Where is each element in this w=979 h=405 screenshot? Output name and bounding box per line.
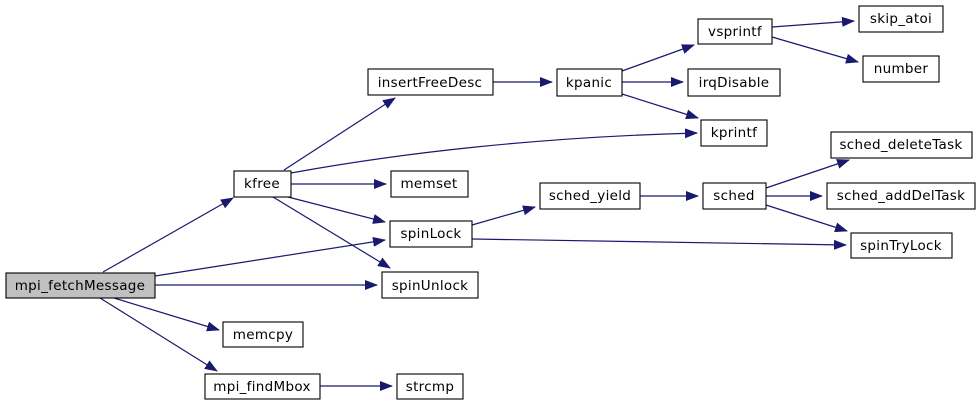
node-sched[interactable]: sched <box>702 182 767 210</box>
edge-kfree-kprintf <box>290 128 698 174</box>
node-sched-adddeltask[interactable]: sched_addDelTask <box>826 182 976 210</box>
edge-kpanic-kprintf <box>621 93 699 120</box>
node-sched-deletetask-label: sched_deleteTask <box>839 137 962 153</box>
node-sched-yield-box <box>539 182 641 210</box>
edge-sched-spintrylock <box>765 204 848 233</box>
node-insertfreedesc-box <box>367 68 494 96</box>
node-kprintf-label: kprintf <box>711 125 758 141</box>
node-spintrylock-label: spinTryLock <box>860 238 942 254</box>
node-memset[interactable]: memset <box>390 170 469 198</box>
node-mpi-fetchmessage-box <box>5 272 156 299</box>
node-mpi-findmbox-box <box>204 373 321 400</box>
edge-kfree-insertfreedesc <box>283 97 396 171</box>
edge-kpanic-vsprintf <box>621 44 695 72</box>
node-strcmp-box <box>396 373 464 400</box>
node-vsprintf[interactable]: vsprintf <box>697 18 773 45</box>
node-sched-adddeltask-box <box>826 182 976 210</box>
edge-mpi-fetchmessage-kfree <box>102 197 234 273</box>
node-irqdisable-box <box>687 68 781 97</box>
node-kfree-label: kfree <box>244 176 280 192</box>
node-sched-label: sched <box>713 188 754 204</box>
node-irqdisable[interactable]: irqDisable <box>687 68 781 97</box>
node-spinlock-label: spinLock <box>400 226 461 242</box>
edge-spinlock-sched-yield <box>471 205 536 226</box>
node-sched-yield-label: sched_yield <box>549 188 631 204</box>
node-sched-deletetask[interactable]: sched_deleteTask <box>830 131 973 159</box>
node-kfree-box <box>233 170 292 198</box>
node-insertfreedesc[interactable]: insertFreeDesc <box>367 68 494 96</box>
node-memcpy-label: memcpy <box>233 327 293 343</box>
node-vsprintf-box <box>697 18 773 45</box>
edge-kfree-spinlock <box>287 196 386 224</box>
node-spinunlock-label: spinUnlock <box>392 278 469 294</box>
node-kprintf-box <box>700 119 768 147</box>
node-spintrylock[interactable]: spinTryLock <box>850 232 953 259</box>
edge-mpi-fetchmessage-mpi-findmbox <box>99 297 218 372</box>
node-spinunlock-box <box>381 271 479 299</box>
edge-mpi-fetchmessage-memcpy <box>113 297 220 332</box>
node-mpi-fetchmessage-label: mpi_fetchMessage <box>15 278 146 294</box>
node-skip-atoi-box <box>858 5 944 33</box>
node-spinlock[interactable]: spinLock <box>389 220 473 248</box>
node-mpi-findmbox-label: mpi_findMbox <box>213 379 311 395</box>
node-memcpy-box <box>222 321 304 348</box>
node-number-label: number <box>874 61 929 77</box>
node-vsprintf-label: vsprintf <box>708 24 763 40</box>
node-memset-label: memset <box>400 176 457 192</box>
edge-vsprintf-skip-atoi <box>771 16 855 28</box>
node-spinunlock[interactable]: spinUnlock <box>381 271 479 299</box>
node-strcmp-label: strcmp <box>406 379 455 395</box>
node-kpanic-box <box>556 68 623 97</box>
node-irqdisable-label: irqDisable <box>699 75 770 91</box>
node-sched-deletetask-box <box>830 131 973 159</box>
edge-sched-sched-deletetask <box>765 159 850 189</box>
node-kpanic-label: kpanic <box>566 75 612 91</box>
node-sched-yield[interactable]: sched_yield <box>539 182 641 210</box>
node-number-box <box>862 55 940 83</box>
node-kfree[interactable]: kfree <box>233 170 292 198</box>
node-memset-box <box>390 170 469 198</box>
node-sched-adddeltask-label: sched_addDelTask <box>837 188 965 204</box>
node-kprintf[interactable]: kprintf <box>700 119 768 147</box>
edge-vsprintf-number <box>771 36 859 64</box>
edge-mpi-fetchmessage-spinlock <box>154 236 386 277</box>
edge-spinlock-spintrylock <box>471 238 847 250</box>
node-skip-atoi-label: skip_atoi <box>870 11 932 27</box>
node-spintrylock-box <box>850 232 953 259</box>
node-number[interactable]: number <box>862 55 940 83</box>
edge-kfree-spinunlock <box>272 196 391 269</box>
node-mpi-fetchmessage[interactable]: mpi_fetchMessage <box>5 272 156 299</box>
node-strcmp[interactable]: strcmp <box>396 373 464 400</box>
node-skip-atoi[interactable]: skip_atoi <box>858 5 944 33</box>
node-kpanic[interactable]: kpanic <box>556 68 623 97</box>
node-insertfreedesc-label: insertFreeDesc <box>378 75 483 91</box>
node-memcpy[interactable]: memcpy <box>222 321 304 348</box>
node-sched-box <box>702 182 767 210</box>
node-mpi-findmbox[interactable]: mpi_findMbox <box>204 373 321 400</box>
node-spinlock-box <box>389 220 473 248</box>
